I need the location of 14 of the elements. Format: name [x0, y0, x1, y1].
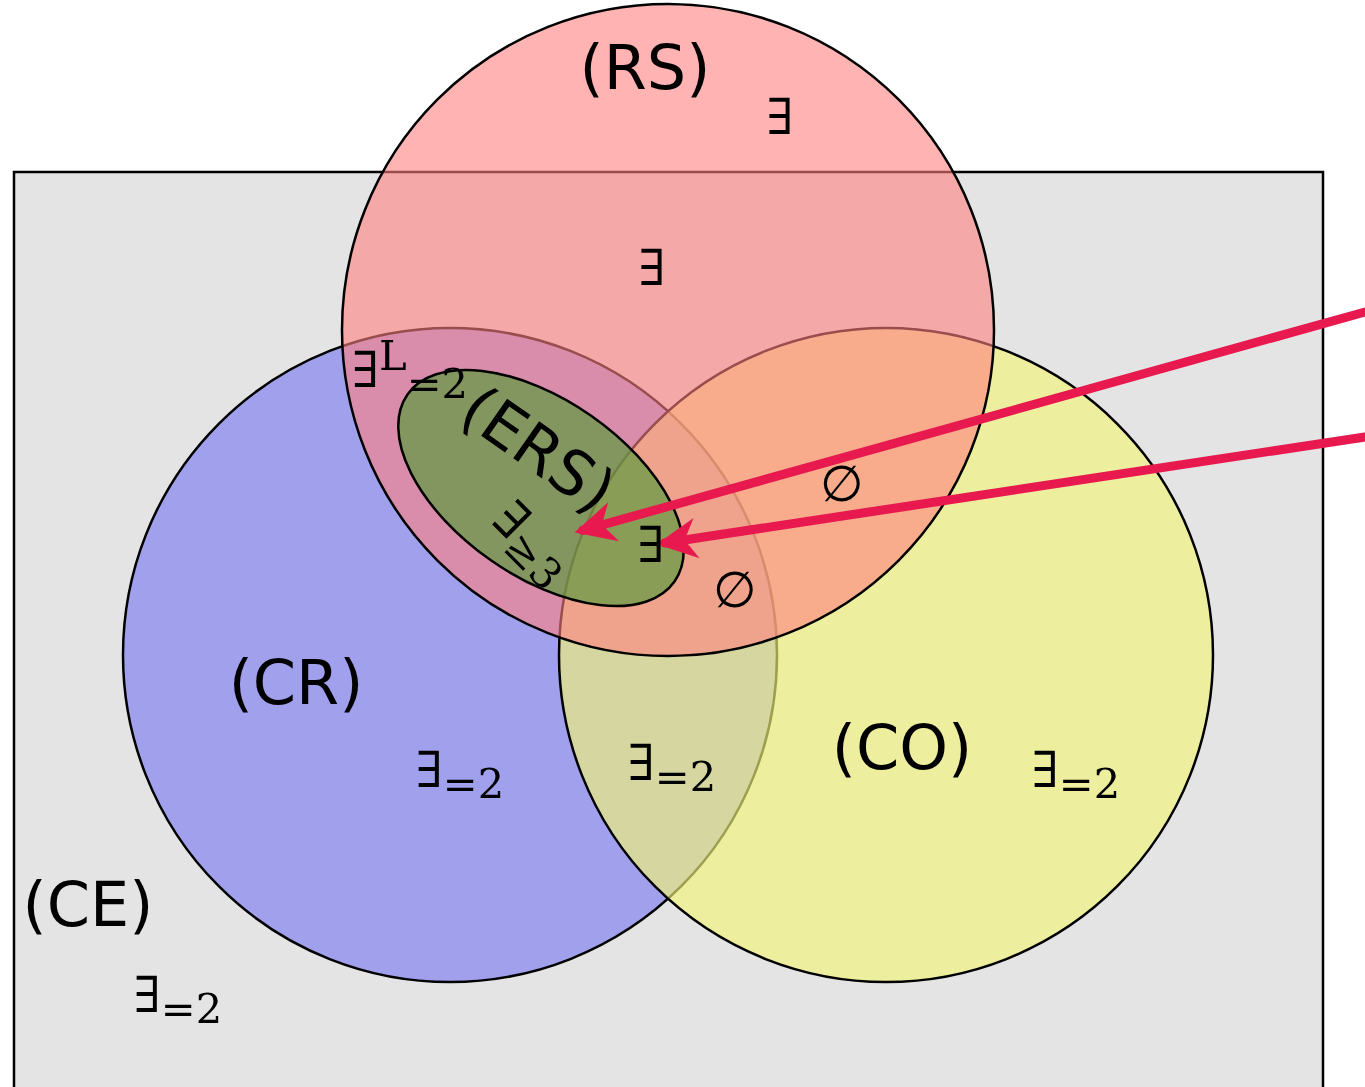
set-label: (RS): [579, 37, 711, 99]
math-symbol: ∃$_{=2}$: [133, 970, 223, 1030]
math-symbol: ∃: [637, 520, 665, 570]
math-symbol: ∅: [713, 565, 757, 615]
set-label: (CR): [228, 652, 364, 714]
math-symbol: ∅: [820, 459, 864, 509]
arrow: [574, 307, 1365, 542]
set-label: (CE): [22, 874, 154, 936]
math-symbol: ∃: [766, 92, 794, 142]
set-label: (CO): [831, 717, 973, 779]
math-symbol: ∃$_{=2}$: [1031, 745, 1121, 805]
math-symbol: ∃: [638, 243, 666, 293]
math-symbol: ∃$_{=2}$: [415, 745, 505, 805]
math-symbol: ∃$_{=2}$: [627, 738, 717, 798]
